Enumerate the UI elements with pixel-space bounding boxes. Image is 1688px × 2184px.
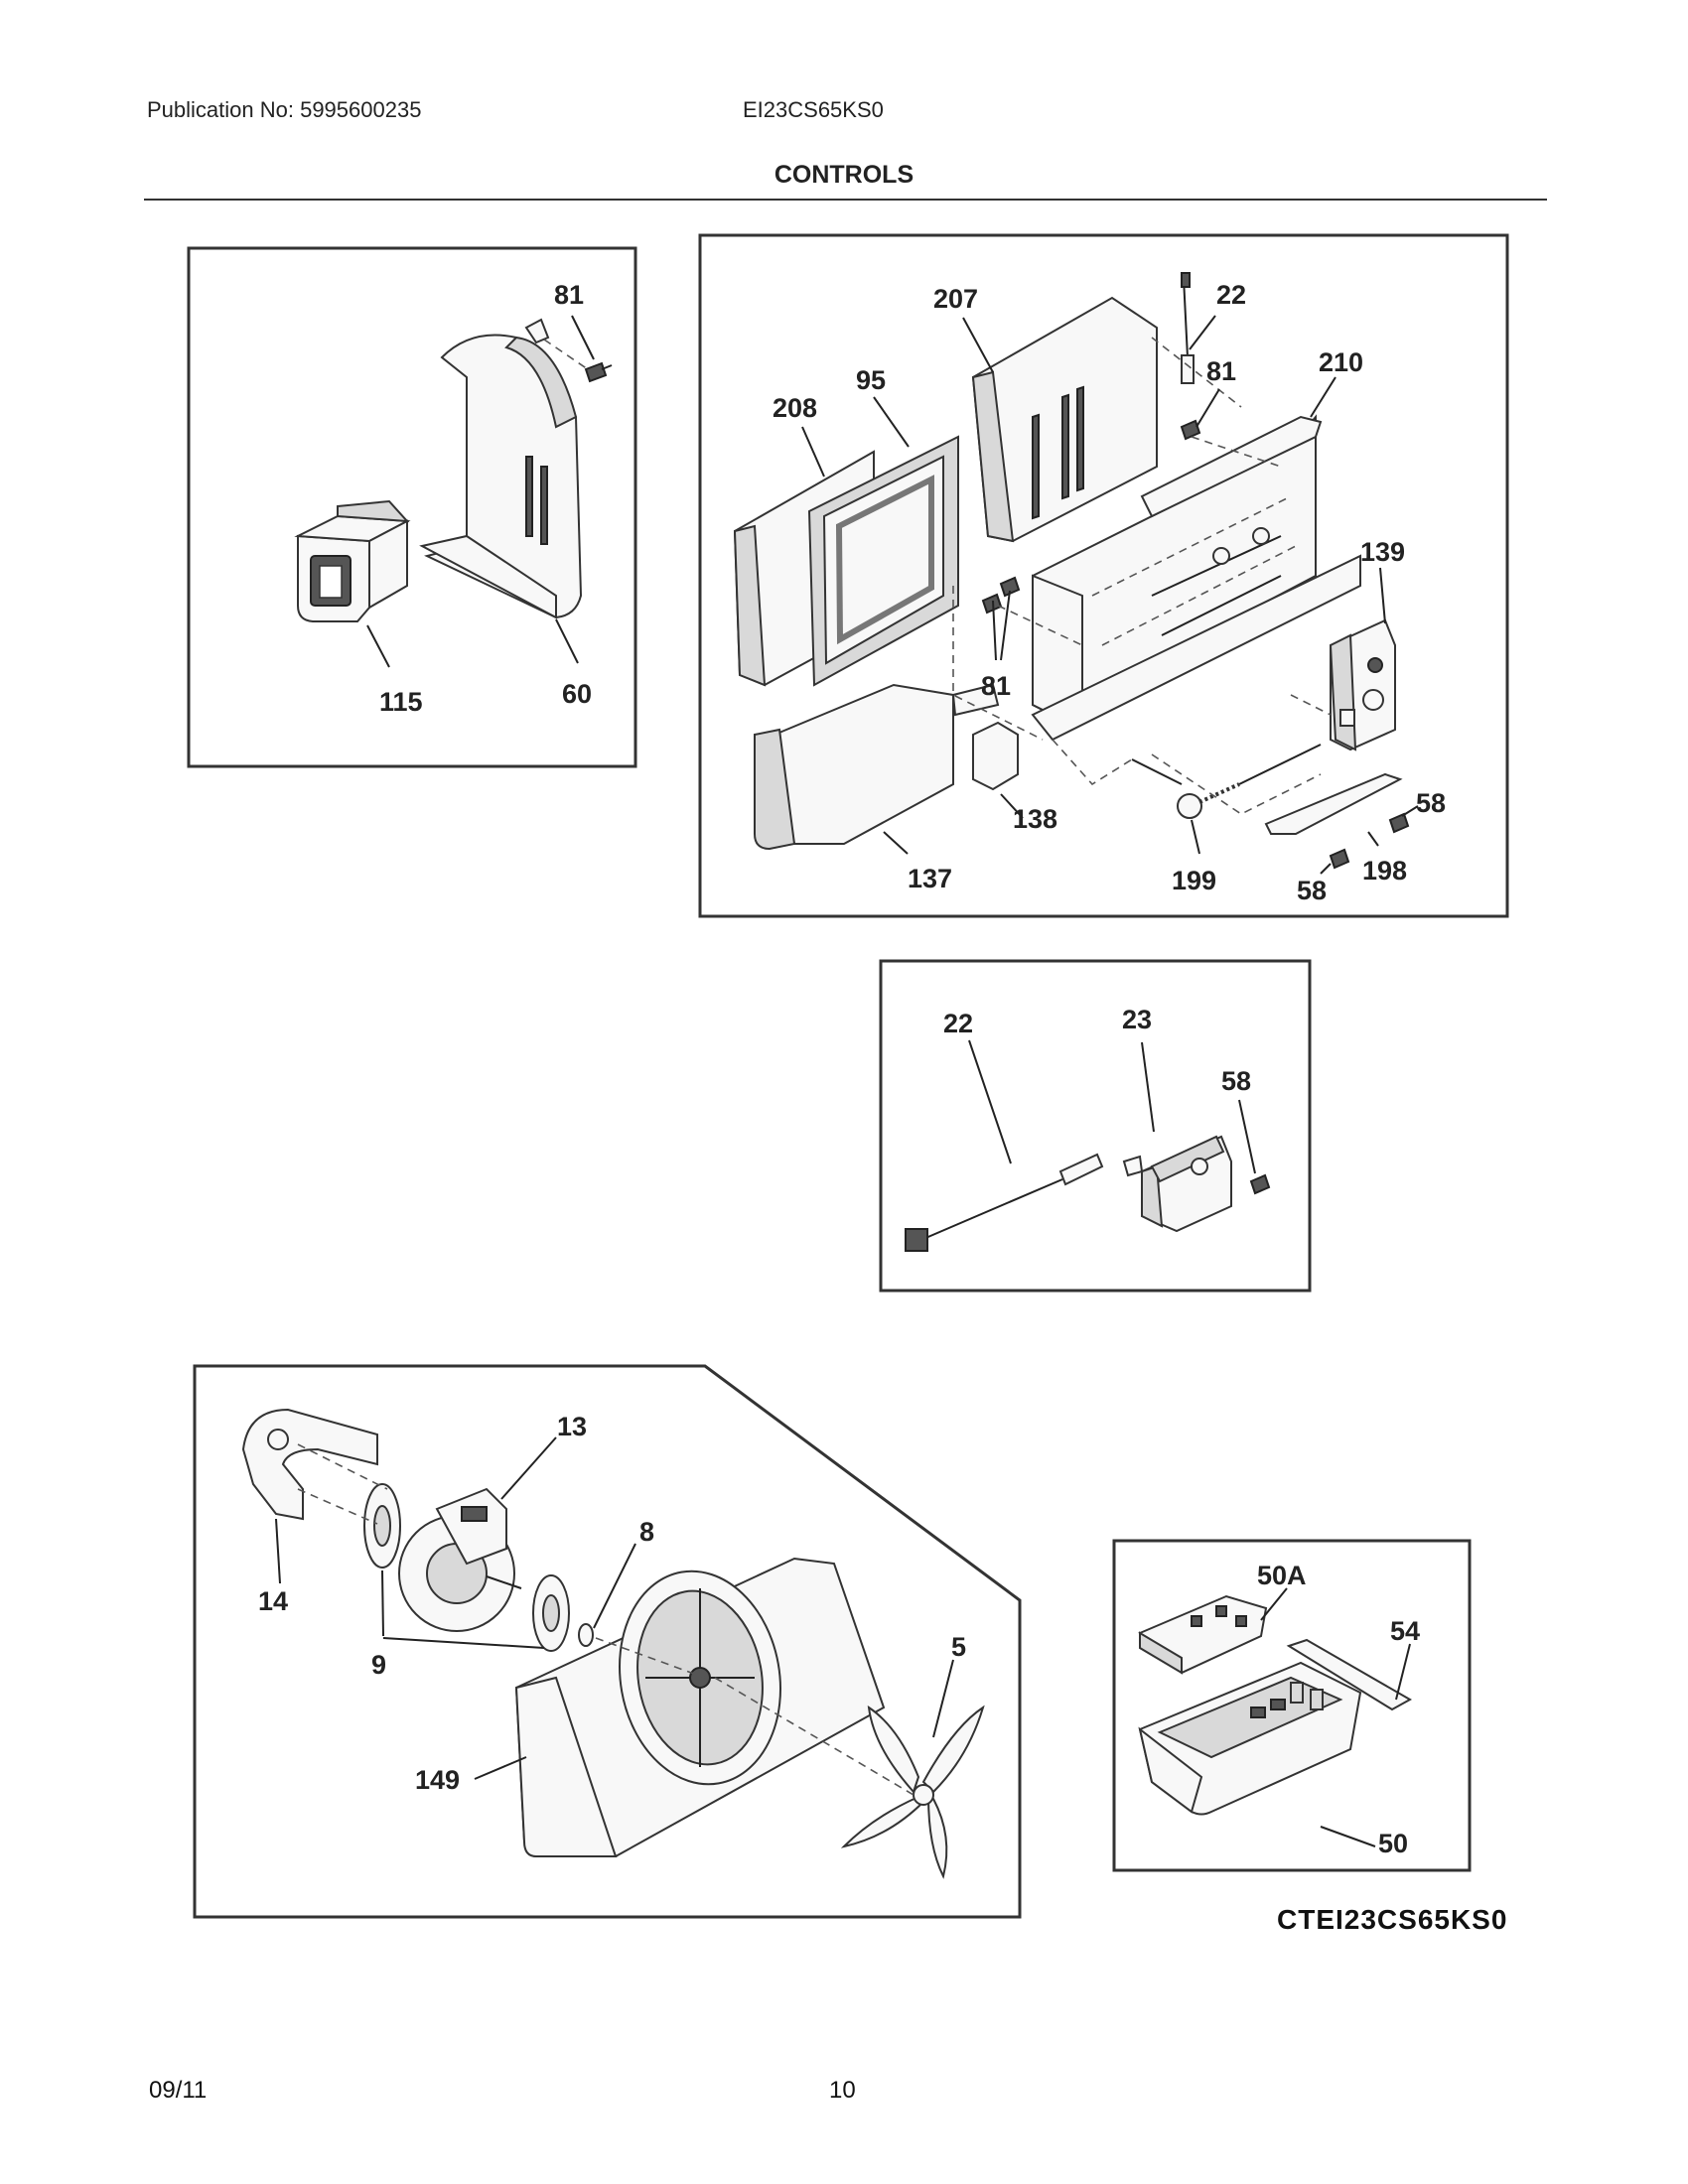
header-rule — [144, 199, 1547, 201]
page-number: 10 — [829, 2077, 856, 2104]
footer-date: 09/11 — [149, 2077, 208, 2104]
callout-199: 199 — [1172, 866, 1216, 895]
part-198-cover — [1264, 772, 1403, 835]
part-139-control — [1329, 618, 1396, 751]
part-199-spring — [1131, 744, 1322, 819]
panel-1: 81 115 60 — [187, 246, 637, 768]
part-149-shroud — [514, 1557, 886, 1857]
callout-5: 5 — [951, 1632, 966, 1662]
callout-58-b: 58 — [1297, 876, 1327, 905]
part-23-cover — [1122, 1135, 1232, 1233]
callout-95: 95 — [856, 365, 886, 395]
callout-137: 137 — [908, 864, 952, 893]
diagram-code: CTEI23CS65KS0 — [1277, 1904, 1508, 1935]
callout-9: 9 — [371, 1650, 386, 1680]
callout-139: 139 — [1360, 537, 1405, 567]
panel-4: 13 14 8 9 5 149 — [193, 1364, 1022, 1919]
part-115-box — [294, 499, 411, 622]
part-50-tray — [1138, 1661, 1362, 1816]
callout-210: 210 — [1319, 347, 1363, 377]
callout-81-b: 81 — [981, 671, 1011, 701]
part-22-sensor-a — [1181, 272, 1195, 384]
part-13-motor — [398, 1487, 522, 1632]
callout-207: 207 — [933, 284, 978, 314]
panel-2: 207 22 95 208 81 210 139 81 138 137 199 … — [698, 233, 1509, 918]
callout-208: 208 — [773, 393, 817, 423]
callout-60: 60 — [562, 679, 592, 709]
callout-115: 115 — [379, 687, 423, 717]
panel-3: 22 23 58 — [879, 959, 1312, 1293]
callout-198: 198 — [1362, 856, 1407, 886]
panel-2-border — [698, 233, 1509, 918]
callout-22: 22 — [1216, 280, 1246, 310]
part-8-washer — [578, 1623, 594, 1647]
callout-58-a: 58 — [1416, 788, 1446, 818]
callout-50: 50 — [1378, 1829, 1408, 1858]
part-95-filter — [807, 435, 959, 687]
callout-8: 8 — [639, 1517, 654, 1547]
part-207-frame — [971, 296, 1158, 543]
callout-54: 54 — [1390, 1616, 1420, 1646]
callout-50a: 50A — [1257, 1561, 1307, 1590]
callout-81-a: 81 — [1206, 356, 1236, 386]
callout-13: 13 — [557, 1412, 587, 1441]
panel-3-border — [879, 959, 1312, 1293]
callout-58: 58 — [1221, 1066, 1251, 1096]
part-210-housing — [1031, 414, 1361, 742]
part-9-grommets — [363, 1483, 570, 1652]
callout-149: 149 — [415, 1765, 460, 1795]
callout-23: 23 — [1122, 1005, 1152, 1034]
section-title: CONTROLS — [774, 161, 914, 189]
part-14-bracket — [241, 1408, 378, 1521]
part-60-housing — [419, 318, 583, 619]
part-22-sensor-b — [905, 1153, 1104, 1252]
part-5-fan-blade — [840, 1705, 985, 1879]
callout-81: 81 — [554, 280, 584, 310]
callout-138: 138 — [1013, 804, 1057, 834]
part-138-clip — [972, 721, 1019, 791]
model-number: EI23CS65KS0 — [743, 97, 884, 122]
panel-4-border — [193, 1364, 1022, 1919]
panel-5-border — [1112, 1539, 1472, 1872]
part-58-screw-c — [1249, 1173, 1271, 1195]
callout-22: 22 — [943, 1009, 973, 1038]
callout-14: 14 — [258, 1586, 288, 1616]
part-50a-board — [1138, 1594, 1268, 1675]
part-81-screw-a — [584, 361, 613, 383]
screws-panel-2 — [981, 419, 1410, 870]
panel-5: 50A 54 50 — [1112, 1539, 1472, 1872]
panel-1-border — [187, 246, 637, 768]
part-137-module — [754, 683, 1000, 851]
part-54-strip — [1286, 1638, 1413, 1711]
publication-number: Publication No: 5995600235 — [147, 97, 422, 122]
